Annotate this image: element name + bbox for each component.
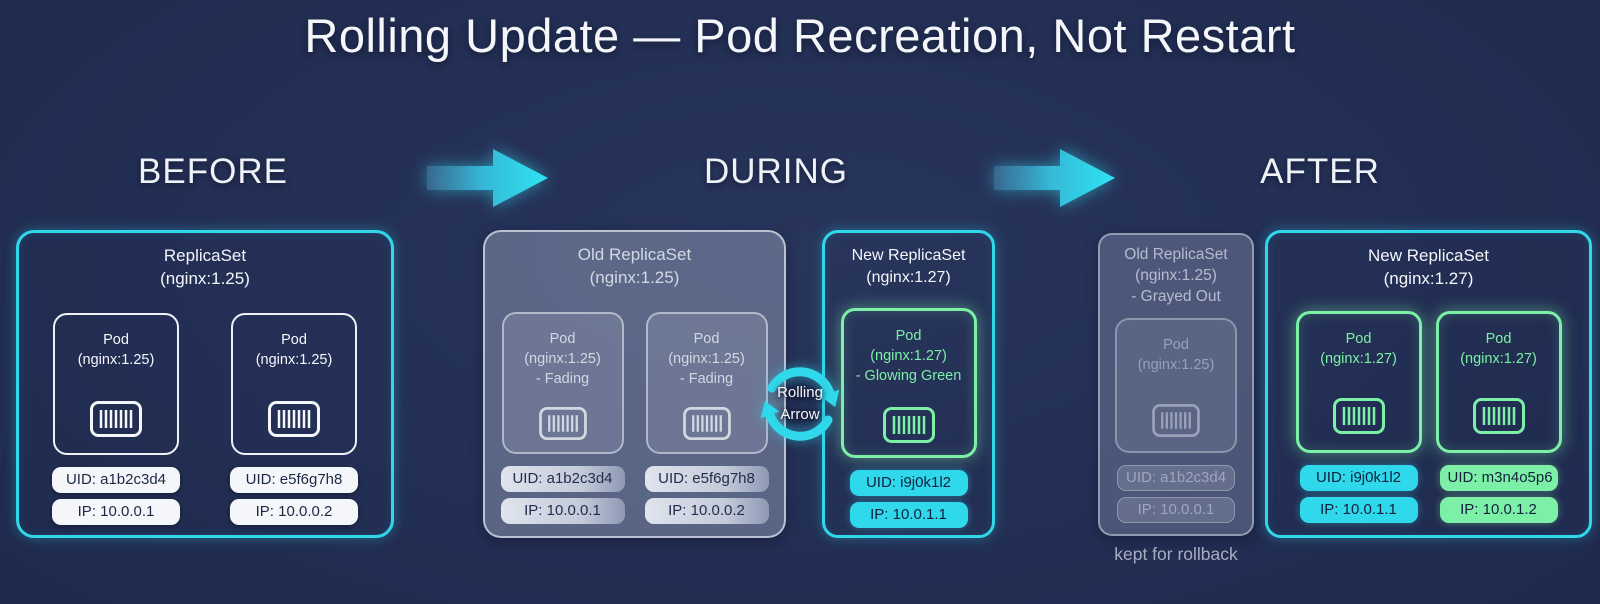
uid-badge: UID: e5f6g7h8: [230, 466, 358, 493]
ip-badge: IP: 10.0.1.2: [1439, 496, 1558, 523]
container-icon: [1472, 397, 1525, 434]
rollback-caption: kept for rollback: [1114, 544, 1238, 564]
ip-badge: IP: 10.0.0.1: [1117, 496, 1235, 523]
pod-row: Pod (nginx:1.25) - Fading UID: a1b2c3d4 …: [500, 311, 769, 524]
pod-version: (nginx:1.25): [668, 350, 745, 367]
uid-badge: UID: a1b2c3d4: [1117, 464, 1235, 491]
uid-badge: UID: a1b2c3d4: [52, 466, 180, 493]
arrow-right-icon: [425, 146, 551, 210]
pod-card: Pod (nginx:1.25) - Fading: [501, 311, 624, 454]
pod-column: Pod (nginx:1.25) - Fading UID: a1b2c3d4 …: [500, 311, 625, 524]
pod-version: (nginx:1.27): [1460, 350, 1537, 367]
replicaset-title: Old ReplicaSet (nginx:1.25) - Grayed Out: [1124, 245, 1227, 308]
replicaset-note: - Grayed Out: [1131, 287, 1221, 305]
pod-version: (nginx:1.27): [870, 348, 947, 365]
pod-column: Pod (nginx:1.27) UID: m3n4o5p6 IP: 10.0.…: [1435, 310, 1562, 523]
pod-title: Pod: [1163, 336, 1189, 353]
container-icon: [682, 406, 731, 440]
pod-card: Pod (nginx:1.25): [53, 312, 179, 455]
pod-note: - Fading: [679, 370, 734, 387]
uid-badge: UID: i9j0k1l2: [849, 470, 968, 497]
pod-row: Pod (nginx:1.25) UID: a1b2c3d4 IP: 10.0.…: [52, 312, 358, 525]
container-icon: [882, 407, 935, 444]
pod-column: Pod (nginx:1.25) UID: a1b2c3d4 IP: 10.0.…: [52, 312, 180, 525]
rolling-arrow-label: Rolling Arrow: [777, 384, 823, 423]
pod-row: Pod (nginx:1.27) - Glowing Green UID: i9…: [840, 308, 977, 529]
replicaset-version: (nginx:1.25): [589, 267, 680, 287]
ip-badge: IP: 10.0.1.1: [849, 502, 968, 529]
ip-badge: IP: 10.0.0.2: [230, 498, 358, 525]
uid-badge: UID: i9j0k1l2: [1299, 464, 1418, 491]
pod-card: Pod (nginx:1.27): [1435, 310, 1562, 453]
container-icon: [538, 406, 587, 440]
replicaset-version: (nginx:1.27): [1383, 268, 1474, 288]
new-replicaset-box-during: New ReplicaSet (nginx:1.27) Pod (nginx:1…: [822, 230, 995, 538]
pod-note: - Fading: [535, 370, 590, 387]
pod-title: Pod: [281, 331, 307, 348]
replicaset-title: New ReplicaSet (nginx:1.27): [1368, 245, 1489, 291]
container-icon: [1332, 397, 1385, 434]
replicaset-name: New ReplicaSet: [851, 247, 966, 264]
pod-version: (nginx:1.25): [1137, 356, 1215, 373]
ip-badge: IP: 10.0.0.1: [500, 497, 625, 524]
replicaset-name: ReplicaSet: [163, 246, 247, 265]
pod-column: Pod (nginx:1.27) UID: i9j0k1l2 IP: 10.0.…: [1295, 310, 1422, 523]
pod-card: Pod (nginx:1.27): [1295, 310, 1422, 453]
replicaset-box-before: ReplicaSet (nginx:1.25) Pod (nginx:1.25)…: [16, 230, 394, 538]
pod-column: Pod (nginx:1.27) - Glowing Green UID: i9…: [840, 308, 977, 529]
replicaset-version: (nginx:1.25): [1135, 266, 1217, 284]
uid-badge: UID: m3n4o5p6: [1439, 464, 1558, 491]
pod-title: Pod: [895, 328, 922, 345]
pod-card: Pod (nginx:1.27) - Glowing Green: [840, 308, 977, 459]
pod-title: Pod: [549, 330, 576, 347]
stage-label-after: AFTER: [1260, 152, 1380, 191]
replicaset-title: ReplicaSet (nginx:1.25): [160, 245, 250, 291]
pod-row: Pod (nginx:1.27) UID: i9j0k1l2 IP: 10.0.…: [1295, 310, 1562, 523]
ip-badge: IP: 10.0.1.1: [1299, 496, 1418, 523]
pod-card: Pod (nginx:1.25): [231, 312, 357, 455]
pod-row: Pod (nginx:1.25) UID: a1b2c3d4 IP: 10.0.…: [1115, 317, 1237, 523]
arrow-right-icon: [992, 146, 1118, 210]
pod-column: Pod (nginx:1.25) - Fading UID: e5f6g7h8 …: [644, 311, 769, 524]
stage-label-during: DURING: [703, 152, 849, 191]
diagram-title: Rolling Update — Pod Recreation, Not Res…: [304, 9, 1296, 62]
pod-note: - Glowing Green: [855, 368, 962, 385]
pod-title: Pod: [693, 330, 720, 347]
replicaset-name: Old ReplicaSet: [1124, 246, 1228, 263]
old-replicaset-box-after: Old ReplicaSet (nginx:1.25) - Grayed Out…: [1098, 233, 1254, 536]
pod-version: (nginx:1.25): [77, 351, 155, 368]
pod-card: Pod (nginx:1.25) - Fading: [645, 311, 768, 454]
stage-label-before: BEFORE: [138, 152, 288, 191]
replicaset-title: Old ReplicaSet (nginx:1.25): [578, 244, 691, 290]
pod-column: Pod (nginx:1.25) UID: e5f6g7h8 IP: 10.0.…: [230, 312, 358, 525]
pod-card: Pod (nginx:1.25): [1115, 317, 1237, 453]
pod-title: Pod: [1485, 330, 1512, 347]
pod-version: (nginx:1.25): [524, 350, 601, 367]
container-icon: [90, 400, 142, 437]
old-replicaset-box-during: Old ReplicaSet (nginx:1.25) Pod (nginx:1…: [483, 230, 786, 538]
replicaset-version: (nginx:1.27): [866, 268, 951, 286]
uid-badge: UID: a1b2c3d4: [500, 465, 625, 492]
pod-title: Pod: [103, 331, 129, 348]
replicaset-name: New ReplicaSet: [1368, 246, 1489, 265]
ip-badge: IP: 10.0.0.2: [644, 497, 769, 524]
pod-column: Pod (nginx:1.25) UID: a1b2c3d4 IP: 10.0.…: [1115, 317, 1237, 523]
pod-version: (nginx:1.25): [255, 351, 333, 368]
rolling-arrow-icon: Rolling Arrow: [752, 350, 848, 458]
new-replicaset-box-after: New ReplicaSet (nginx:1.27) Pod (nginx:1…: [1265, 230, 1592, 538]
ip-badge: IP: 10.0.0.1: [52, 498, 180, 525]
replicaset-version: (nginx:1.25): [160, 268, 250, 288]
uid-badge: UID: e5f6g7h8: [644, 465, 769, 492]
container-icon: [268, 400, 320, 437]
replicaset-name: Old ReplicaSet: [577, 245, 692, 264]
pod-title: Pod: [1345, 330, 1372, 347]
container-icon: [1152, 403, 1200, 437]
pod-version: (nginx:1.27): [1320, 350, 1397, 367]
replicaset-title: New ReplicaSet (nginx:1.27): [852, 245, 966, 288]
